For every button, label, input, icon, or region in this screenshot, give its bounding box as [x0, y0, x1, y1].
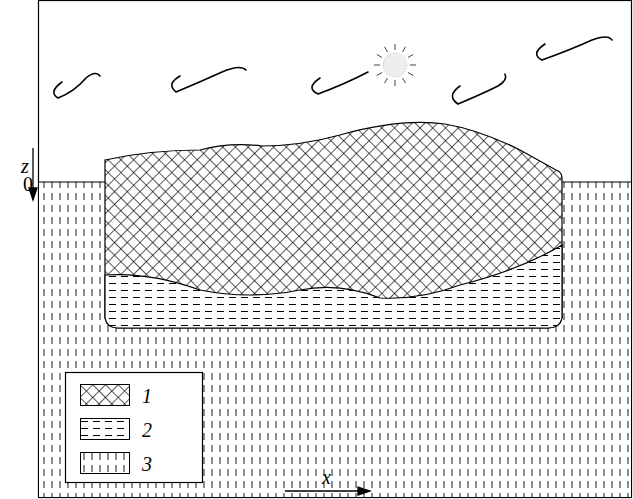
sun-ray [374, 65, 380, 66]
clouds [54, 37, 612, 104]
cloud [172, 67, 246, 92]
sun-ray [403, 78, 406, 83]
sun [374, 44, 416, 86]
cloud [452, 74, 505, 104]
legend-swatch [80, 452, 130, 474]
sun-ray [395, 44, 396, 50]
sun-ray [377, 73, 382, 76]
sun-ray [408, 55, 413, 58]
cloud [312, 72, 368, 94]
cloud [537, 37, 612, 60]
legend-box [66, 373, 203, 483]
sun-ray [410, 65, 416, 66]
cloud [54, 73, 100, 98]
legend-label: 2 [142, 420, 152, 440]
water-layer [105, 245, 562, 328]
sun-ray [403, 47, 406, 52]
sun-ray [395, 80, 396, 86]
legend-label: 1 [142, 386, 152, 406]
axis-label: z [21, 156, 29, 176]
sun-ray [377, 55, 382, 58]
sun-ray [385, 47, 388, 52]
legend-label: 3 [142, 454, 152, 474]
sun-ray [408, 73, 413, 76]
origin-label: 0 [23, 174, 33, 194]
axis-label: x [322, 467, 331, 487]
frame [39, 1, 632, 498]
ice-body [105, 122, 562, 328]
legend-swatch [80, 384, 130, 406]
sun-ray [385, 78, 388, 83]
x-axis-arrow [285, 487, 370, 495]
legend-swatch [80, 418, 130, 440]
